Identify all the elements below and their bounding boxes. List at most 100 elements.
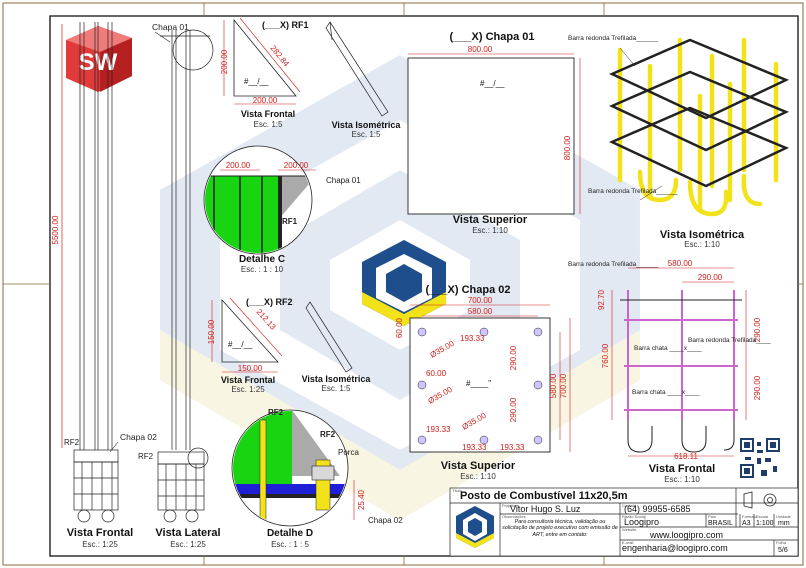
dim-height-5500: 5500.00 [51, 24, 63, 448]
chapa02-dim-580: 580.00 [468, 307, 493, 316]
scale-detalhe-c: Esc. : 1 : 10 [241, 265, 284, 274]
tb-author: Vitor Hugo S. Luz [510, 504, 581, 514]
chapa02-dim-19333d: 193.33 [500, 443, 525, 452]
chapa02-dim-290b: 290.00 [509, 397, 518, 422]
rf2-vista-frontal: Vista Frontal [221, 375, 275, 385]
detail-d-rf2-b: RF2 [268, 408, 284, 417]
cage-front-note-top: Barra redonda Trefilada______ [568, 261, 658, 268]
svg-text:5500.00: 5500.00 [51, 215, 60, 244]
title-block [449, 487, 799, 557]
cage-front-note-chata2: Barra chata ____x____ [632, 389, 700, 396]
detail-d-rf2: RF2 [320, 430, 336, 439]
qr-code [740, 438, 780, 478]
border-ticks [3, 3, 803, 565]
column-front-view [73, 22, 119, 523]
chapa02-dim-19333c: 193.33 [462, 443, 487, 452]
rf2-isometric [305, 301, 353, 373]
rf1-front-triangle [223, 17, 301, 105]
tb-label-email: E-mail [622, 540, 633, 545]
tb-label-unit: Unidade [776, 514, 792, 519]
rf1-vf-scale: Esc. 1:5 [254, 120, 283, 129]
chapa02-dim-60b: 60.00 [426, 369, 447, 378]
title-detalhe-d: Detalhe D [267, 528, 313, 539]
tb-label-company: Razão Social [622, 514, 646, 519]
rf1-vi-scale: Esc. 1:5 [352, 130, 381, 139]
loogipro-logo-titleblock [456, 506, 494, 548]
cage-dim-290v2: 290.00 [753, 375, 762, 400]
cage-iso-scale: Esc.: 1:10 [684, 240, 720, 249]
cage-front-scale: Esc.: 1:10 [664, 475, 700, 484]
scale-vista-frontal-left: Esc.: 1:25 [82, 540, 118, 549]
dim-rf2-h: 150.00 [238, 364, 263, 373]
tb-observation: Para consultoria técnica, validação ou s… [502, 519, 618, 538]
rf2-vi-scale: Esc. 1:5 [322, 384, 351, 393]
chapa01-scale: Esc.: 1:10 [472, 226, 508, 235]
tb-paper: A3 [742, 520, 751, 527]
chapa02-hash: #____" [466, 379, 491, 388]
scale-detalhe-d: Esc. : 1 : 5 [271, 540, 309, 549]
tb-title: Posto de Combustível 11x20,5m [460, 490, 628, 502]
rf1-isometric [325, 21, 389, 117]
chapa02-dim-580v: 580.00 [549, 373, 558, 398]
cage-dim-290: 290.00 [698, 273, 723, 282]
column-side-view [157, 29, 214, 523]
rf1-vista-frontal: Vista Frontal [241, 109, 295, 119]
detail-c-rf1: RF1 [282, 217, 298, 226]
cage-dim-290v1: 290.00 [753, 317, 762, 342]
cage-note-top: Barra redonda Trefilada______ [568, 35, 658, 42]
tb-label-scale: Escala [756, 514, 769, 519]
detail-d-chapa02: Chapa 02 [368, 516, 403, 525]
inner-border [49, 15, 799, 557]
detail-c-dim-b: 200.00 [284, 161, 309, 170]
tb-label-notes: Observações [502, 514, 526, 519]
cage-vista-frontal: Vista Frontal [649, 463, 715, 475]
tb-email: engenharia@loogipro.com [622, 543, 728, 553]
tb-website: www.loogipro.com [649, 530, 723, 540]
tb-label-author: Projetista [502, 503, 519, 508]
chapa02-dim-60a: 60.00 [395, 317, 404, 338]
detail-c-dim-a: 200.00 [226, 161, 251, 170]
tb-label-format: Formato [742, 514, 758, 519]
title-rf1: (___X) RF1 [262, 20, 309, 30]
cage-dim-580: 580.00 [668, 259, 693, 268]
dim-rf1-hyp: 282.84 [268, 44, 291, 69]
rf2-hash: #__/__ [228, 340, 253, 349]
title-vista-lateral: Vista Lateral [155, 527, 220, 539]
tb-page: 5/6 [778, 547, 788, 554]
chapa02-dim-19333a: 193.33 [460, 334, 485, 343]
rf1-hash: #__/__ [244, 77, 269, 86]
tb-scale: 1:100 [756, 520, 774, 527]
detail-d [231, 409, 355, 527]
title-chapa02: (___X) Chapa 02 [426, 284, 511, 296]
cage-dim-9270: 92.70 [597, 289, 606, 310]
cage-dim-61811: 618.11 [674, 452, 698, 461]
chapa02-dim-700: 700.00 [468, 296, 493, 305]
chapa01-vista-superior: Vista Superior [453, 214, 528, 226]
scale-vista-lateral: Esc.: 1:25 [170, 540, 206, 549]
chapa01-hash: #__/__ [480, 79, 505, 88]
chapa02-dim-700v: 700.00 [559, 373, 568, 398]
rf1-vista-iso: Vista Isométrica [332, 120, 402, 130]
label-chapa02-front: Chapa 02 [120, 432, 157, 442]
cage-front-note-chata1: Barra chata ____x____ [634, 345, 702, 352]
title-detalhe-c: Detalhe C [239, 254, 285, 265]
cage-vista-iso: Vista Isométrica [660, 229, 745, 241]
detail-d-porca: Porca [338, 448, 359, 457]
solidworks-logo: SW [66, 26, 132, 92]
cage-note-bottom: Barra redonda Trefilada______ [588, 188, 678, 195]
dim-rf1-v: 200.00 [220, 49, 229, 74]
tb-label-sheet: Folha [776, 540, 787, 545]
chapa01-dim-w: 800.00 [468, 45, 493, 54]
tb-label-contact: Contato [622, 503, 637, 508]
label-chapa01-top: Chapa 01 [152, 22, 189, 32]
cage-dim-760: 760.00 [601, 343, 610, 368]
chapa02-dim-19333b: 193.33 [426, 425, 451, 434]
detail-d-dim: 25.40 [357, 489, 366, 510]
rf2-front-triangle [211, 297, 283, 373]
chapa02-plate [409, 304, 571, 453]
label-rf2-side: RF2 [138, 452, 154, 461]
chapa02-vista-superior: Vista Superior [441, 460, 516, 472]
rf2-vf-scale: Esc. 1:25 [231, 385, 265, 394]
tb-label-site: Website [622, 527, 637, 532]
